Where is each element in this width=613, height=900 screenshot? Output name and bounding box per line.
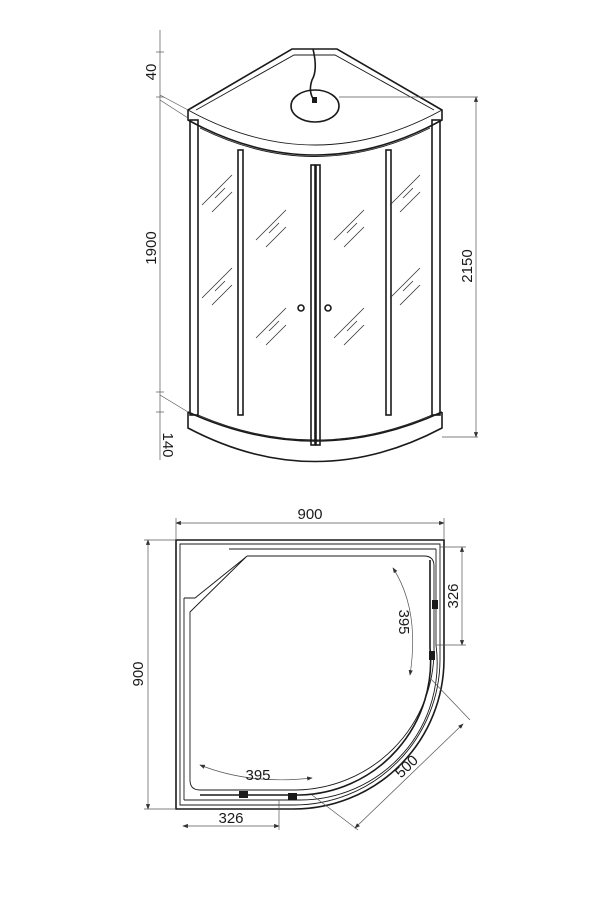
dim-width: 900 bbox=[297, 506, 322, 523]
dim-top-frame: 40 bbox=[143, 64, 160, 81]
dim-depth: 900 bbox=[130, 661, 147, 686]
frame bbox=[189, 119, 441, 446]
glass-reflections bbox=[201, 174, 421, 346]
shower-head bbox=[290, 48, 340, 123]
dim-door-bottom: 395 bbox=[245, 767, 270, 784]
roof bbox=[187, 48, 443, 157]
dimensions-plan: 900 900 326 326 395 395 500 bbox=[130, 506, 471, 831]
dim-fixed-panel-bottom: 326 bbox=[218, 810, 243, 827]
dim-fixed-panel-right: 326 bbox=[445, 583, 462, 608]
dim-glass-height: 1900 bbox=[143, 231, 160, 264]
dim-tray-height: 140 bbox=[159, 432, 176, 457]
plan-view: 900 900 326 326 395 395 500 bbox=[130, 506, 471, 831]
dim-total-height: 2150 bbox=[459, 249, 476, 282]
dim-entry-width: 500 bbox=[392, 752, 422, 782]
door-handles bbox=[297, 304, 332, 312]
shower-tray bbox=[187, 411, 443, 463]
dimensions-elevation: 40 1900 140 2150 bbox=[143, 30, 479, 460]
door-rollers bbox=[239, 600, 438, 800]
elevation-view: 40 1900 140 2150 bbox=[143, 30, 479, 463]
dim-door-right: 395 bbox=[395, 609, 412, 634]
